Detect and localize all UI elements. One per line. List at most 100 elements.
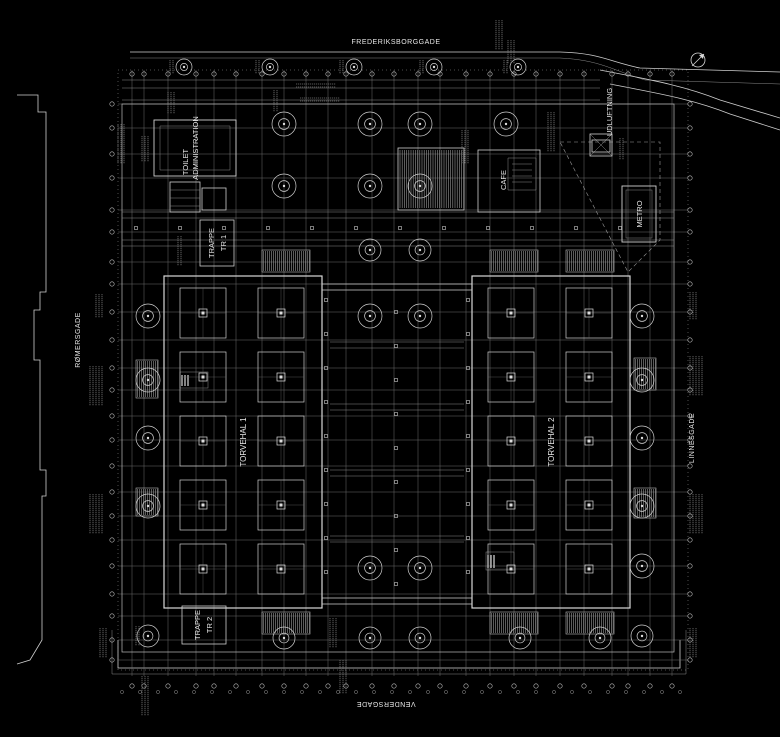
bench-block [565,249,615,273]
axis-bubble [325,71,331,77]
tree-marker [182,65,186,69]
column-marker [394,582,398,586]
column-marker [466,570,470,574]
tree-marker [180,63,188,71]
tree-marker [500,118,512,130]
grid-axes-vertical [131,70,673,676]
axis-bubble [678,690,682,694]
stall-core [276,308,286,318]
udluftning-label: UDLUFTNING [605,88,614,136]
stall-core [276,500,286,510]
axis-bubble [687,537,693,543]
axis-bubble [647,683,653,689]
tree-marker [278,180,290,192]
axis-bubble [318,690,322,694]
tree-marker [142,630,154,642]
tree-marker [368,248,372,252]
street-east-label: LINNÉSGADE [687,413,696,463]
trappe-2-label: TRAPPE [193,610,202,640]
bench-block [261,249,311,273]
tree-marker [518,636,522,640]
stall-core [198,564,208,574]
south-road-curb-outer [111,630,687,675]
axis-bubble [282,690,286,694]
column-marker [324,570,328,574]
tree-marker [418,566,422,570]
tree-marker [640,436,644,440]
axis-bubble [303,71,309,77]
stall-core [198,372,208,382]
axis-bubble [581,683,587,689]
stall-core [198,500,208,510]
stall-core [276,372,286,382]
axis-bubble [233,683,239,689]
tree-marker [345,58,363,76]
tree-marker [588,626,612,650]
column-marker [324,536,328,540]
tree-marker [364,562,376,574]
tree-marker [640,564,644,568]
tree-markers [135,58,655,650]
tree-marker [142,500,154,512]
tree-marker [414,562,426,574]
axis-bubble [625,683,631,689]
axis-bubble [660,690,664,694]
tree-marker [414,632,426,644]
trappe-1-num-label: TR 1 [219,235,228,251]
stall-core-dot [587,311,591,315]
axis-bubble [533,71,539,77]
tree-marker [268,65,272,69]
axis-bubble [498,690,502,694]
north-road-curb-inner [130,57,780,85]
tree-marker [418,314,422,318]
site-boundary [117,69,689,671]
tree-marker [142,374,154,386]
column-marker [324,366,328,370]
axis-bubble [109,437,115,443]
axis-bubble [511,71,517,77]
axis-bubble [138,690,142,694]
tree-marker [368,184,372,188]
column-marker [466,536,470,540]
tree-marker [282,122,286,126]
axis-bubble [109,101,115,107]
axis-bubble [687,337,693,343]
tree-marker [142,432,154,444]
axis-bubble [372,690,376,694]
stall-core [584,372,594,382]
axis-bubble [165,683,171,689]
tree-marker [636,560,648,572]
north-road-curb [130,51,780,73]
plaza-outline [121,103,675,653]
tree-marker [135,425,161,451]
tree-marker [418,248,422,252]
axis-bubble [687,563,693,569]
stall-core-dot [201,567,205,571]
axis-bubble [211,683,217,689]
tree-marker [272,626,296,650]
axis-bubble [141,71,147,77]
axis-bubble [687,281,693,287]
axis-bubble [609,683,615,689]
axis-bubble [687,101,693,107]
column-marker [466,332,470,336]
north-walkway [122,79,674,247]
axis-bubble [647,71,653,77]
stall-core-dot [587,567,591,571]
tree-marker [358,626,382,650]
east-diagonal-road [599,69,780,119]
tree-marker [640,504,644,508]
tree-marker [142,310,154,322]
bench-block [135,487,159,517]
stall-core [276,436,286,446]
tree-marker [418,184,422,188]
hall-2-outline [471,275,631,609]
axis-bubble [669,71,675,77]
axis-bubble [193,71,199,77]
column-marker [394,548,398,552]
tree-marker [364,632,376,644]
column-marker [394,412,398,416]
tree-marker [504,122,508,126]
axis-bubble [687,125,693,131]
axis-bubble [606,690,610,694]
